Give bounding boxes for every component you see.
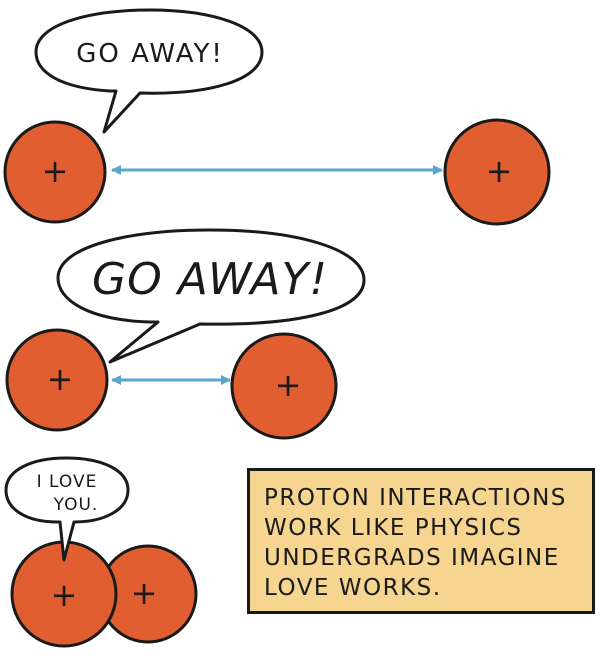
plus-sign: + [51,576,78,614]
plus-sign: + [42,152,69,190]
caption-line-1: PROTON INTERACTIONS [264,485,567,511]
caption-line-4: LOVE WORKS. [264,575,442,601]
plus-sign: + [486,152,513,190]
caption-box: PROTON INTERACTIONS WORK LIKE PHYSICS UN… [247,468,595,614]
plus-sign: + [131,574,158,612]
caption-line-2: WORK LIKE PHYSICS [264,515,523,541]
proton-right-1 [443,118,551,226]
proton-right-2 [230,332,338,440]
panel-1: GO AWAY! + + [3,8,551,226]
speech-text-3a: I LOVE [37,472,98,492]
plus-sign: + [47,360,74,398]
speech-text-3b: YOU. [53,495,99,515]
plus-sign: + [275,366,302,404]
proton-left-2 [5,328,109,432]
caption-line-3: UNDERGRADS IMAGINE [264,545,560,571]
proton-left-1 [3,120,107,224]
speech-bubble-3 [4,456,130,562]
speech-text-1: GO AWAY! [76,39,224,69]
speech-text-2: GO AWAY! [92,254,328,305]
panel-3: + + I LOVE YOU. [4,456,198,648]
speech-bubble-1 [34,8,264,134]
panel-2: GO AWAY! + + [5,228,366,440]
speech-bubble-2 [56,228,366,364]
